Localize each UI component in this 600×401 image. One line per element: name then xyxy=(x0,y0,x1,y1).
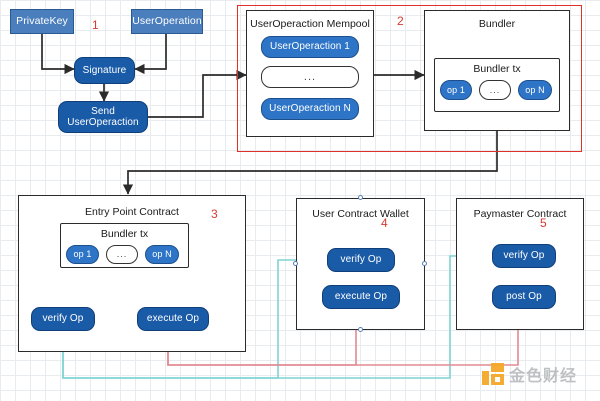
paymaster-verify-op[interactable]: verify Op xyxy=(492,244,556,268)
bundler-tx-title: Bundler tx xyxy=(473,63,521,75)
mempool-item-ellipsis[interactable]: ... xyxy=(261,66,359,88)
step-number-2: 2 xyxy=(397,14,404,28)
bundler-op-1[interactable]: op 1 xyxy=(440,80,472,100)
step-number-5: 5 xyxy=(540,216,547,230)
entrypoint-verify-op[interactable]: verify Op xyxy=(31,307,95,331)
node-private-key[interactable]: PrivateKey xyxy=(10,9,74,34)
bundler-op-ellipsis[interactable]: ... xyxy=(479,80,511,100)
mempool-title: UserOperaction Mempool xyxy=(250,18,370,30)
watermark-text: 金色财经 xyxy=(509,366,578,385)
paymaster-post-op[interactable]: post Op xyxy=(492,285,556,309)
entry-point-title: Entry Point Contract xyxy=(85,206,179,218)
watermark: 金色财经 xyxy=(482,362,577,386)
mempool-item-1[interactable]: UserOperaction 1 xyxy=(261,36,359,58)
wallet-execute-op[interactable]: execute Op xyxy=(322,285,400,309)
step-number-4: 4 xyxy=(381,216,388,230)
group-offchain-red-boundary xyxy=(237,5,582,152)
send-line-1: Send xyxy=(91,105,115,117)
bundler-op-n[interactable]: op N xyxy=(518,80,552,100)
jinse-finance-logo-icon xyxy=(482,363,504,385)
selection-handle-right[interactable] xyxy=(422,261,427,266)
edge-useroperation-to-signature xyxy=(134,34,167,75)
entrypoint-execute-op[interactable]: execute Op xyxy=(137,307,209,331)
entrypoint-op-1[interactable]: op 1 xyxy=(66,245,99,264)
step-number-3: 3 xyxy=(211,207,218,221)
user-contract-wallet-title: User Contract Wallet xyxy=(312,208,409,220)
send-line-2: UserOperaction xyxy=(67,117,139,128)
edge-privatekey-to-signature xyxy=(41,34,75,75)
step-number-1: 1 xyxy=(92,18,99,32)
node-signature[interactable]: Signature xyxy=(74,57,135,84)
node-user-operation[interactable]: UserOperation xyxy=(131,9,203,34)
selection-handle-top[interactable] xyxy=(358,195,363,200)
bundler-title: Bundler xyxy=(478,18,516,30)
entrypoint-op-n[interactable]: op N xyxy=(145,245,179,264)
mempool-item-n[interactable]: UserOperaction N xyxy=(261,98,359,120)
entrypoint-bundler-tx-title: Bundler tx xyxy=(100,228,149,240)
entrypoint-op-ellipsis[interactable]: ... xyxy=(106,245,138,264)
paymaster-title: Paymaster Contract xyxy=(473,208,567,220)
selection-handle-left[interactable] xyxy=(293,261,298,266)
edge-send-to-mempool xyxy=(148,69,247,118)
node-send-user-operaction[interactable]: Send UserOperaction xyxy=(58,101,148,133)
selection-handle-bottom[interactable] xyxy=(358,327,363,332)
wallet-verify-op[interactable]: verify Op xyxy=(327,248,395,272)
